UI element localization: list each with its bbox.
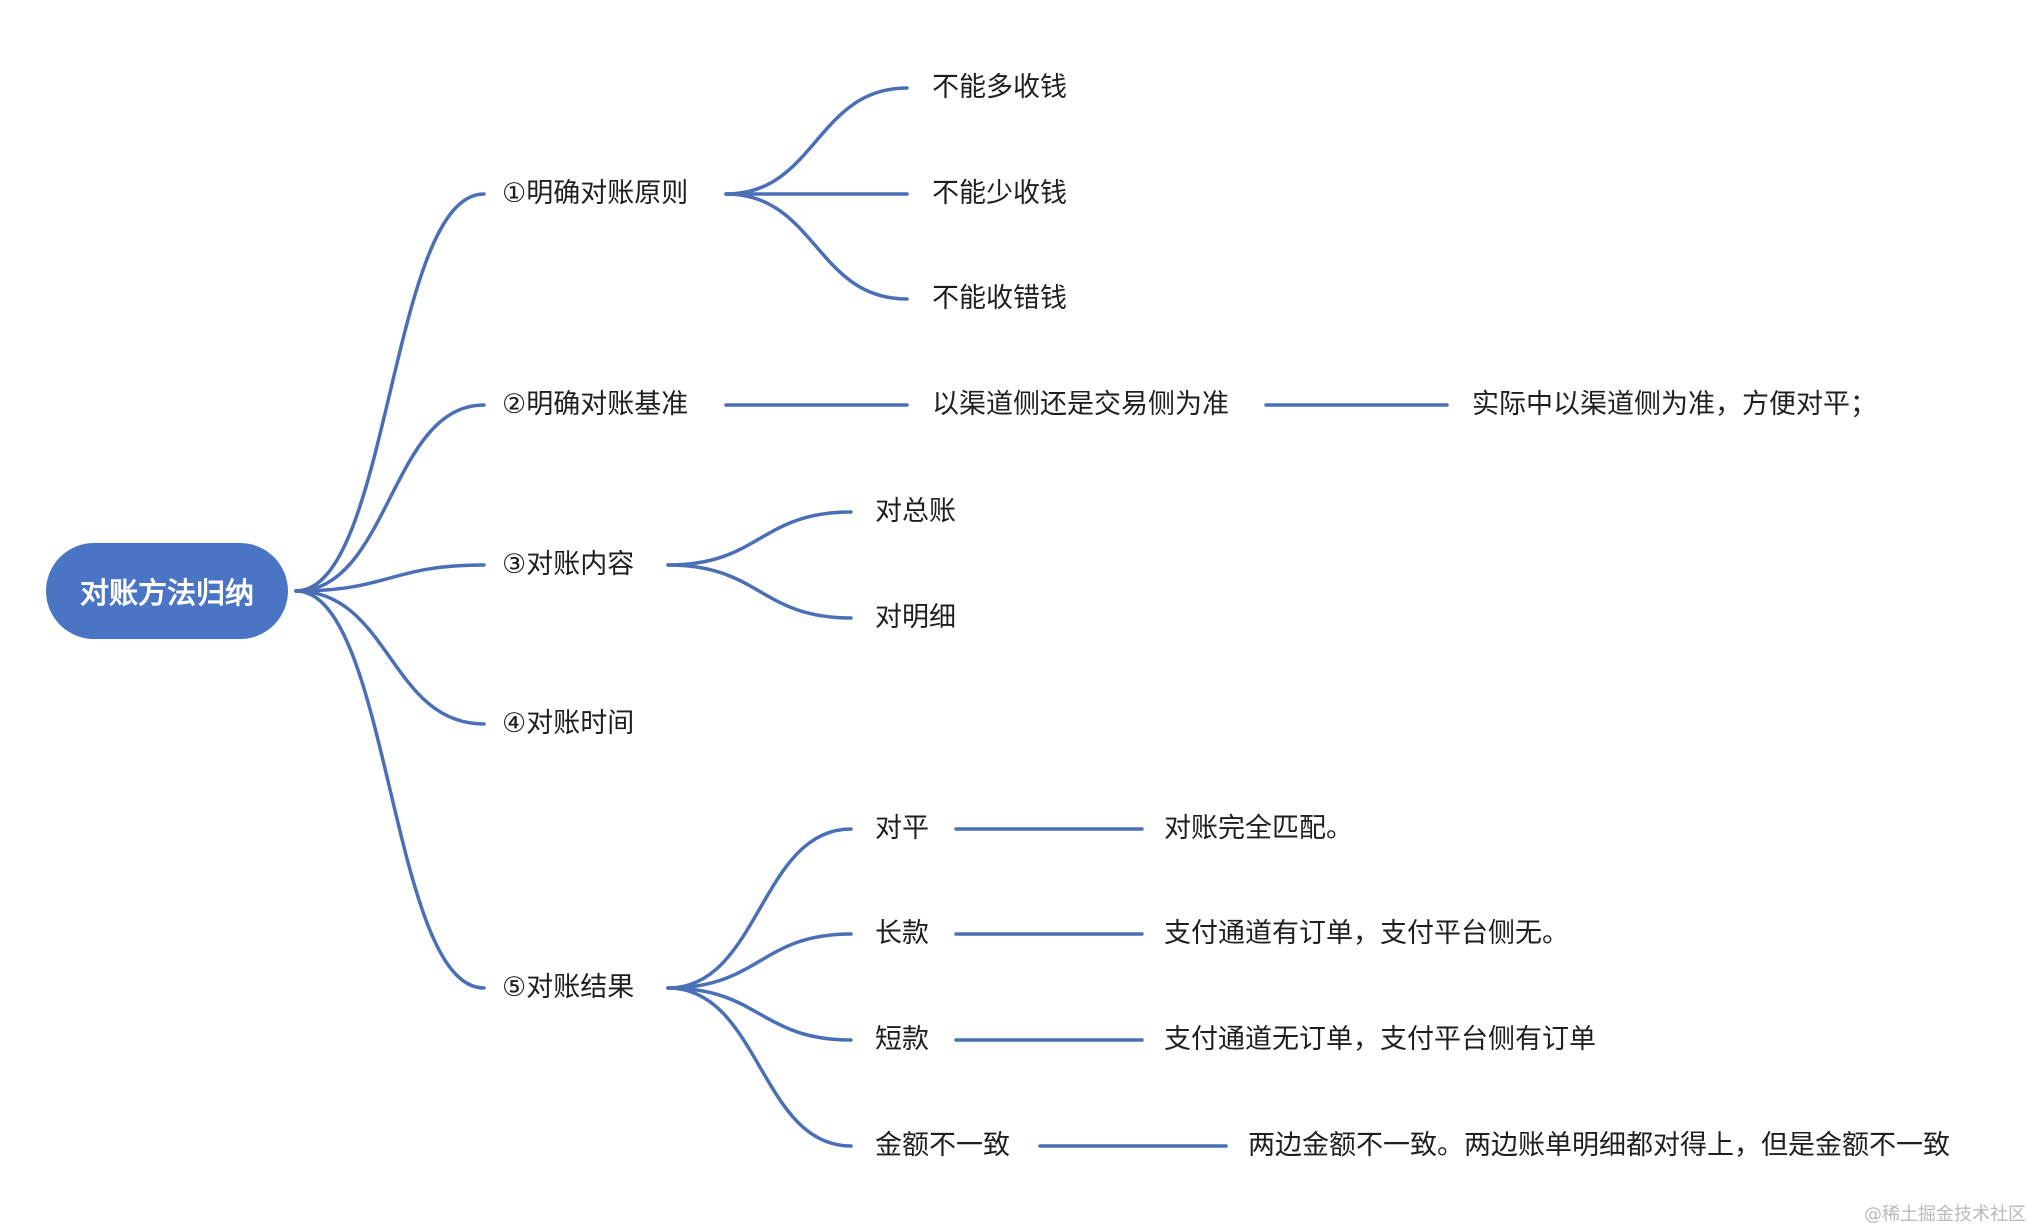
watermark: @稀土掘金技术社区 (1864, 1204, 2026, 1225)
edge-b5-c1 (666, 827, 853, 990)
branch-5-label[interactable]: ⑤对账结果 (502, 972, 635, 1003)
branch-5-child-1-detail[interactable]: 对账完全匹配。 (1164, 813, 1353, 844)
branch-4-label[interactable]: ④对账时间 (502, 708, 635, 739)
branch-3-child-2[interactable]: 对明细 (875, 602, 956, 633)
edge-root-b5 (294, 589, 486, 990)
edge-root-b4 (294, 589, 486, 726)
branch-5-child-3-detail[interactable]: 支付通道无订单，支付平台侧有订单 (1164, 1024, 1596, 1055)
branch-2-child-1[interactable]: 以渠道侧还是交易侧为准 (932, 389, 1229, 420)
branch-1-child-1[interactable]: 不能多收钱 (932, 72, 1067, 103)
branch-5-child-4[interactable]: 金额不一致 (875, 1130, 1010, 1161)
branch-5-child-4-detail[interactable]: 两边金额不一致。两边账单明细都对得上，但是金额不一致 (1248, 1130, 1950, 1161)
branch-2-grandchild-1[interactable]: 实际中以渠道侧为准，方便对平； (1472, 389, 1877, 420)
branch-2-label[interactable]: ②明确对账基准 (502, 389, 689, 420)
edge-b1-c3 (724, 192, 909, 301)
root-label: 对账方法归纳 (79, 576, 254, 610)
branch-5-child-2[interactable]: 长款 (875, 918, 929, 949)
branch-3-child-1[interactable]: 对总账 (875, 496, 956, 527)
branch-5-child-3[interactable]: 短款 (875, 1024, 929, 1055)
edge-root-b3 (294, 563, 486, 593)
root-node[interactable]: 对账方法归纳 (46, 543, 288, 639)
branch-3-label[interactable]: ③对账内容 (502, 549, 635, 580)
edge-b5-c2 (666, 932, 853, 990)
edge-b3-c1 (666, 510, 853, 567)
edge-root-b2 (294, 403, 486, 593)
branch-1-child-3[interactable]: 不能收错钱 (932, 283, 1067, 314)
edge-root-b1 (294, 192, 486, 593)
branch-1-child-2[interactable]: 不能少收钱 (932, 178, 1067, 209)
edge-b3-c2 (666, 563, 853, 620)
branch-5-child-2-detail[interactable]: 支付通道有订单，支付平台侧无。 (1164, 918, 1569, 949)
edge-b5-c3 (666, 986, 853, 1042)
edge-b5-c4 (666, 986, 853, 1148)
edge-b1-c1 (724, 86, 909, 196)
branch-1-label[interactable]: ①明确对账原则 (502, 178, 689, 209)
branch-5-child-1[interactable]: 对平 (875, 813, 929, 844)
